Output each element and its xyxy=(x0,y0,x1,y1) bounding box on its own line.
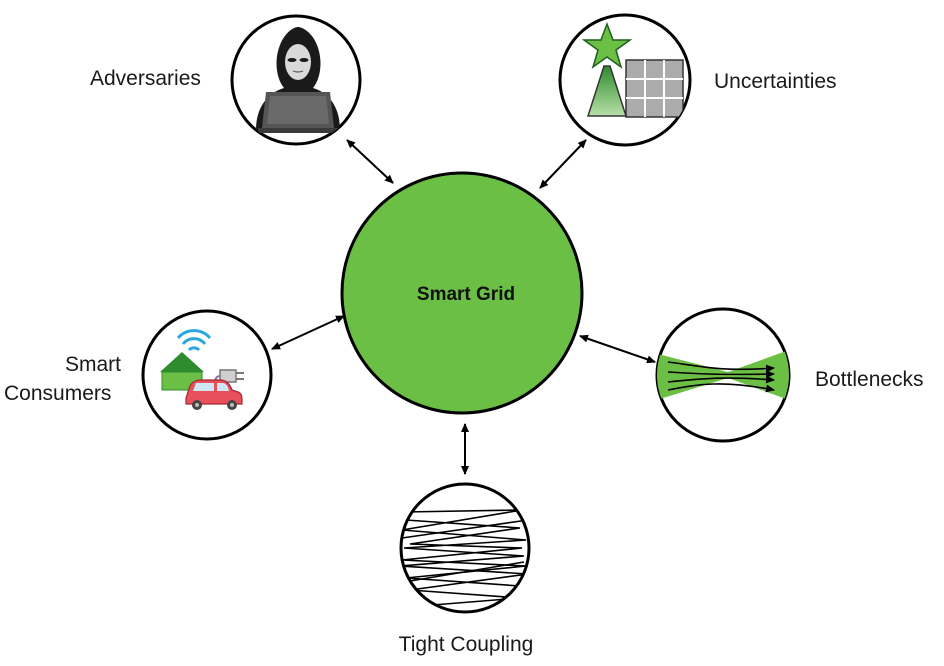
tangled-lines-icon xyxy=(401,509,529,607)
node-smart-consumers xyxy=(141,309,273,441)
node-bottlenecks xyxy=(655,307,791,443)
connector-uncertainties xyxy=(539,139,587,189)
node-uncertainties xyxy=(558,13,692,147)
connector-adversaries xyxy=(346,139,394,184)
connector-smart-consumers xyxy=(271,315,345,350)
label-smart-consumers-line1: Smart xyxy=(65,353,121,376)
label-bottlenecks: Bottlenecks xyxy=(815,368,924,391)
label-adversaries: Adversaries xyxy=(90,67,201,90)
node-adversaries xyxy=(230,14,362,146)
center-circle xyxy=(340,171,584,415)
center-node: Smart Grid xyxy=(340,171,584,415)
label-uncertainties: Uncertainties xyxy=(714,70,837,93)
center-label: Smart Grid xyxy=(417,284,515,305)
house-car-plug-icon xyxy=(160,329,244,410)
tower-grid-icon xyxy=(581,21,684,118)
hacker-icon xyxy=(256,27,340,133)
label-smart-consumers-line2: Consumers xyxy=(4,382,111,405)
label-tight-coupling: Tight Coupling xyxy=(399,633,534,656)
connectors xyxy=(271,139,656,475)
bottleneck-icon xyxy=(657,346,789,404)
connector-bottlenecks xyxy=(579,334,656,364)
node-tight-coupling xyxy=(399,482,531,614)
